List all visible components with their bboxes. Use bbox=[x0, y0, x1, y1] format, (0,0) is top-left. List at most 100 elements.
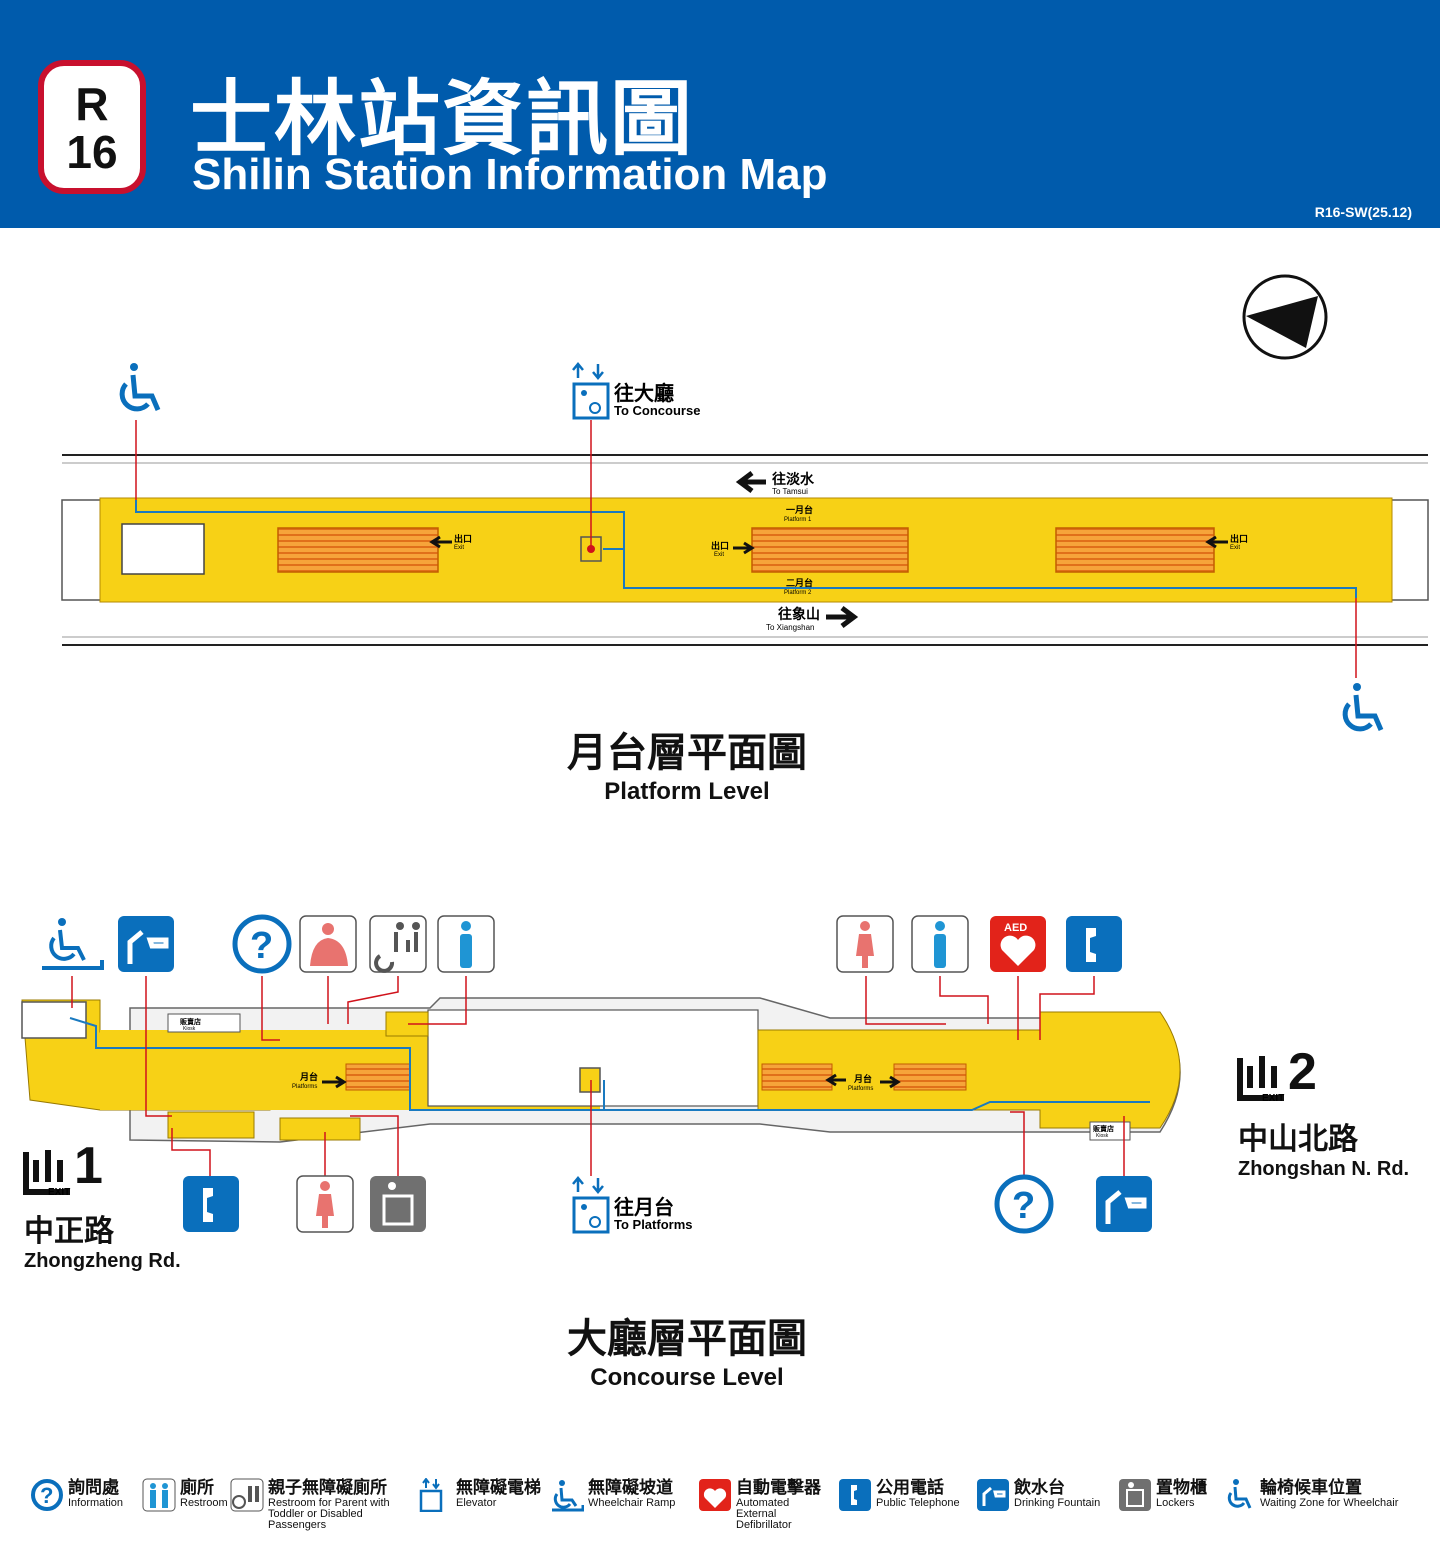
platform-escalator-3 bbox=[1055, 527, 1215, 573]
platform1-zh: 一月台 bbox=[786, 504, 813, 516]
icon-telephone-east-glyph bbox=[1086, 928, 1096, 962]
icon-nursing-body bbox=[310, 938, 348, 966]
wheelchair-ramp-icon bbox=[552, 1480, 584, 1512]
icon-wheelchair-ramp-head bbox=[58, 918, 66, 926]
elevator-concourse-icon-wheel bbox=[589, 1216, 601, 1228]
aed-icon bbox=[699, 1479, 731, 1511]
icon-female-restroom-east-body bbox=[856, 934, 874, 968]
icon-nursing bbox=[299, 915, 357, 973]
pointer-lockers bbox=[350, 1115, 399, 1176]
exit1-road-en: Zhongzheng Rd. bbox=[24, 1250, 181, 1272]
platform-level-title: 月台層平面圖 Platform Level bbox=[540, 720, 834, 806]
icon-family-restroom-bodies bbox=[374, 932, 418, 973]
kiosk-east-zh: 販賣店 bbox=[1093, 1124, 1114, 1133]
pointer-family-restroom bbox=[347, 976, 399, 1024]
to-platforms-sign: 往月台 To Platforms bbox=[572, 1176, 693, 1234]
legend-aed-en: Automated External Defibrillator bbox=[736, 1497, 792, 1531]
platform-level-en: Platform Level bbox=[604, 778, 770, 805]
icon-female-restroom-east bbox=[836, 915, 894, 973]
line-code: R bbox=[75, 78, 109, 130]
to-concourse-en: To Concourse bbox=[614, 403, 700, 418]
west-room-restroom bbox=[279, 1117, 361, 1141]
platform1-en: Platform 1 bbox=[784, 517, 812, 523]
icon-aed-text: AED bbox=[1004, 922, 1027, 934]
left-stair-block bbox=[61, 499, 103, 601]
legend-telephone-en: Public Telephone bbox=[876, 1497, 960, 1509]
concourse-escalator-3 bbox=[893, 1063, 967, 1091]
restroom-icon bbox=[142, 1478, 176, 1512]
icon-wheelchair-ramp bbox=[42, 918, 104, 970]
legend-lockers-en: Lockers bbox=[1156, 1497, 1195, 1509]
exit1-road: 中正路 Zhongzheng Rd. bbox=[24, 1206, 181, 1273]
west-room-south bbox=[167, 1111, 255, 1139]
to-platforms-zh: 往月台 bbox=[614, 1195, 674, 1219]
exit2-road: 中山北路 Zhongshan N. Rd. bbox=[1238, 1114, 1409, 1181]
concourse-elevator bbox=[579, 1067, 601, 1093]
legend-drinking-fountain-zh: 飲水台 bbox=[1014, 1478, 1065, 1498]
icon-male-restroom-west-head bbox=[461, 921, 471, 931]
icon-female-restroom-west bbox=[296, 1175, 354, 1233]
icon-female-restroom-west-body bbox=[316, 1194, 334, 1228]
to-concourse-zh: 往大廳 bbox=[614, 381, 674, 405]
platform-escalator-2 bbox=[751, 527, 909, 573]
exit-arrow-icon-3 bbox=[1205, 535, 1228, 549]
exit1-label: 1 bbox=[74, 1136, 103, 1196]
icon-drinking-fountain-east bbox=[1096, 1176, 1152, 1232]
legend-information-zh: 詢問處 bbox=[68, 1478, 119, 1498]
pointer-dot bbox=[587, 545, 595, 553]
icon-information-east: ? bbox=[994, 1174, 1054, 1234]
icon-information-west-mark: ? bbox=[250, 925, 273, 967]
exit-label-1-zh: 出口 bbox=[454, 533, 472, 545]
legend-wheelchair-ramp-zh: 無障礙坡道 bbox=[588, 1478, 673, 1498]
pointer-male-east bbox=[939, 976, 989, 1024]
legend-restroom-zh: 廁所 bbox=[180, 1478, 214, 1498]
to-platforms-en: To Platforms bbox=[614, 1217, 693, 1232]
elevator-icon bbox=[572, 382, 610, 420]
icon-lockers-key bbox=[388, 1182, 396, 1190]
to-tamsui-en: To Tamsui bbox=[772, 487, 808, 496]
drinking-fountain-icon bbox=[977, 1479, 1009, 1511]
platforms-label-2-en: Platforms bbox=[848, 1086, 873, 1092]
pointer-fountain-west bbox=[145, 976, 172, 1117]
icon-male-restroom-east-body bbox=[934, 934, 946, 968]
icon-telephone-west-bg bbox=[183, 1176, 239, 1232]
pointer-female-east bbox=[865, 976, 946, 1025]
legend-elevator-zh: 無障礙電梯 bbox=[456, 1478, 541, 1498]
legend-restroom-en: Restroom bbox=[180, 1497, 228, 1509]
wheelchair-waiting-icon-right-body bbox=[1353, 694, 1384, 731]
icon-lockers-box bbox=[382, 1194, 414, 1226]
concourse-escalator-2 bbox=[761, 1063, 833, 1091]
pointer-info-west bbox=[261, 976, 280, 1041]
icon-male-restroom-east bbox=[911, 915, 969, 973]
exit1-ramp bbox=[21, 1001, 87, 1039]
legend-lockers-zh: 置物櫃 bbox=[1156, 1478, 1207, 1498]
arrow-to-escalator-3-icon bbox=[880, 1075, 901, 1089]
pointer-lines bbox=[71, 976, 1125, 1176]
information-icon: ? bbox=[31, 1479, 63, 1511]
legend-elevator-en: Elevator bbox=[456, 1497, 497, 1509]
exit2-road-zh: 中山北路 bbox=[1238, 1122, 1358, 1157]
icon-information-west: ? bbox=[232, 914, 292, 974]
icon-aed-heart bbox=[1000, 935, 1036, 966]
wheelchair-waiting-icon-right-wheel bbox=[1342, 702, 1373, 732]
legend-wheelchair-waiting-en: Waiting Zone for Wheelchair bbox=[1260, 1497, 1399, 1509]
to-tamsui-zh: 往淡水 bbox=[772, 471, 815, 488]
platforms-label-2-zh: 月台 bbox=[853, 1073, 872, 1085]
icon-drinking-fountain-west-glyph bbox=[127, 930, 169, 964]
icon-information-east-mark: ? bbox=[1012, 1185, 1035, 1227]
wheelchair-waiting-icon-right-head bbox=[1353, 683, 1361, 691]
to-xiangshan-en: To Xiangshan bbox=[766, 623, 814, 632]
wheelchair-waiting-icon-left-wheel bbox=[119, 382, 150, 412]
lockers-icon bbox=[1119, 1479, 1151, 1511]
platform-escalator-1 bbox=[277, 527, 439, 573]
station-map: 往淡水 To Tamsui 往象山 To Xiangshan 一月台 Platf… bbox=[21, 274, 1429, 1234]
arrow-to-escalator-2-icon bbox=[825, 1073, 846, 1087]
exit2-road-en: Zhongshan N. Rd. bbox=[1238, 1158, 1410, 1180]
icon-lockers bbox=[370, 1176, 426, 1232]
icon-information-east-ring bbox=[994, 1174, 1054, 1234]
svg-text:?: ? bbox=[40, 1483, 53, 1508]
